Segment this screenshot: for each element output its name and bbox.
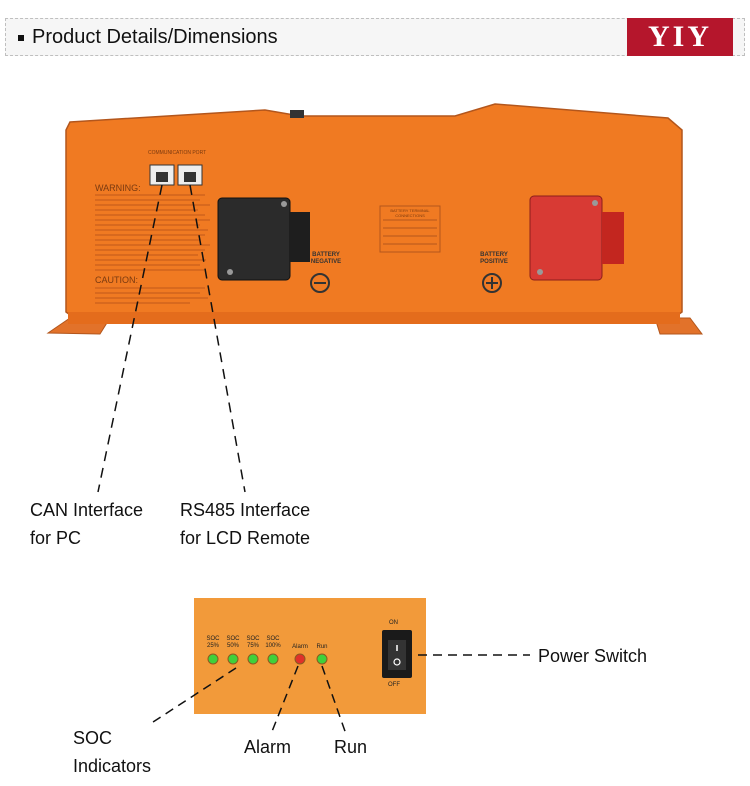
led-4 bbox=[294, 653, 306, 665]
led-label-1: SOC 50% bbox=[226, 636, 240, 649]
led-0 bbox=[207, 653, 219, 665]
header-bar: Product Details/Dimensions bbox=[5, 18, 745, 56]
led-label-0: SOC 25% bbox=[206, 636, 220, 649]
soc-leader-line bbox=[149, 667, 237, 725]
screw-icon bbox=[592, 200, 598, 206]
alarm-label: Alarm bbox=[244, 737, 292, 757]
rs485-label-line2: for LCD Remote bbox=[180, 528, 311, 548]
led-group bbox=[207, 653, 328, 665]
negative-cable-boot bbox=[290, 212, 310, 262]
soc-label-line2: Indicators bbox=[73, 756, 152, 776]
switch-off-label: OFF bbox=[388, 682, 400, 688]
top-switch bbox=[290, 110, 304, 118]
can-label-line1: CAN Interface bbox=[30, 500, 144, 520]
power-switch-rocker bbox=[388, 640, 406, 670]
plus-icon bbox=[482, 273, 502, 293]
rs485-interface-label: RS485 Interface for LCD Remote bbox=[180, 496, 310, 552]
led-label-3: SOC 100% bbox=[265, 636, 281, 649]
power-switch-label: Power Switch bbox=[538, 646, 648, 666]
led-label-2: SOC 75% bbox=[246, 636, 260, 649]
battery-negative-label: BATTERY NEGATIVE bbox=[310, 252, 342, 265]
minus-icon bbox=[310, 273, 330, 293]
port-label: COMMUNICATION PORT bbox=[148, 150, 207, 156]
soc-label-line1: SOC bbox=[73, 728, 113, 748]
rs485-port-socket bbox=[184, 172, 196, 182]
device-bottom-edge bbox=[68, 312, 680, 324]
warning-text-lines bbox=[95, 194, 210, 304]
led-label-5: Run bbox=[316, 644, 328, 650]
positive-terminal-cover bbox=[529, 195, 603, 281]
positive-cable-boot bbox=[602, 212, 624, 264]
led-3 bbox=[267, 653, 279, 665]
page-title: Product Details/Dimensions bbox=[32, 26, 278, 48]
can-label-line2: for PC bbox=[30, 528, 82, 548]
battery-terminal-box bbox=[379, 205, 441, 253]
terminal-box-lines bbox=[383, 219, 437, 245]
warning-title: WARNING: bbox=[95, 183, 141, 193]
brand-logo: YIY bbox=[627, 18, 733, 56]
can-interface-label: CAN Interface for PC bbox=[30, 496, 143, 552]
can-leader-line bbox=[97, 184, 163, 493]
soc-indicators-label: SOC Indicators bbox=[73, 724, 151, 780]
alarm-leader-line bbox=[270, 665, 299, 735]
battery-terminal-title: BATTERY TERMINAL CONNECTIONS bbox=[390, 208, 430, 218]
screw-icon bbox=[281, 201, 287, 207]
led-5 bbox=[316, 653, 328, 665]
switch-on-label: ON bbox=[389, 620, 398, 626]
run-label: Run bbox=[334, 737, 368, 757]
led-label-4: Alarm bbox=[292, 644, 308, 650]
bullet-icon bbox=[18, 35, 24, 41]
screw-icon bbox=[227, 269, 233, 275]
rs485-leader-line bbox=[189, 184, 246, 493]
battery-positive-label: BATTERY POSITIVE bbox=[480, 252, 508, 265]
negative-terminal-cover bbox=[217, 197, 291, 281]
screw-icon bbox=[537, 269, 543, 275]
caution-title: CAUTION: bbox=[95, 275, 139, 285]
can-port-socket bbox=[156, 172, 168, 182]
run-leader-line bbox=[321, 665, 347, 735]
led-1 bbox=[227, 653, 239, 665]
rs485-label-line1: RS485 Interface bbox=[180, 500, 311, 520]
led-2 bbox=[247, 653, 259, 665]
